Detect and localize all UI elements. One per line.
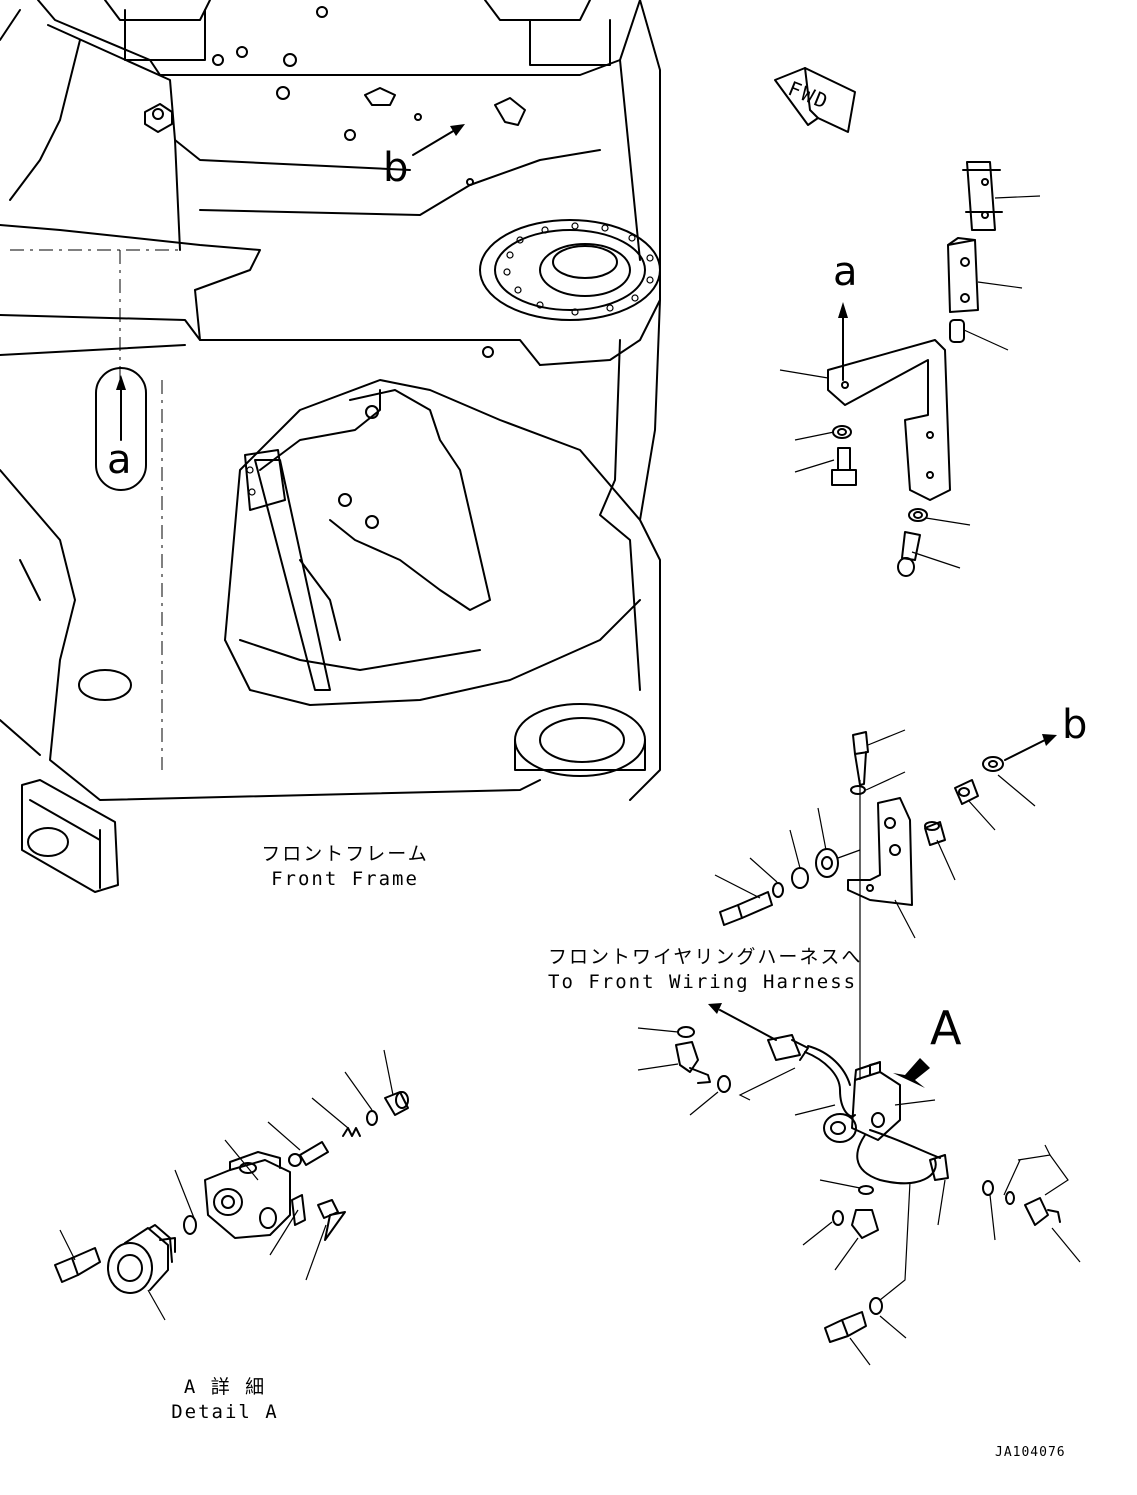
harness-caption: フロントワイヤリングハーネスへ To Front Wiring Harness xyxy=(548,946,863,993)
view-b-frame-arrow xyxy=(412,129,456,156)
view-b-frame-label: b xyxy=(383,145,409,191)
upper-bracket-assembly xyxy=(779,161,1041,577)
harness-caption-en: To Front Wiring Harness xyxy=(548,971,858,993)
detail-a-caption: A 詳 細 Detail A xyxy=(170,1378,280,1422)
front-frame-caption: フロントフレーム Front Frame xyxy=(250,845,440,889)
detail-a-pointer xyxy=(893,1058,930,1088)
detail-a-caption-jp: A 詳 細 xyxy=(183,1376,267,1398)
detail-a-caption-en: Detail A xyxy=(171,1401,279,1423)
harness-caption-jp: フロントワイヤリングハーネスへ xyxy=(548,946,863,968)
view-b-bracket-label: b xyxy=(1062,702,1088,748)
view-a-frame-box xyxy=(95,367,147,491)
lower-right-assembly xyxy=(637,729,1081,1366)
detail-a-drawing xyxy=(54,1049,409,1321)
figure-code: JA104076 xyxy=(995,1445,1066,1460)
view-a-bracket-label: a xyxy=(833,249,858,295)
front-frame-caption-en: Front Frame xyxy=(271,868,419,890)
front-frame-caption-jp: フロントフレーム xyxy=(261,843,429,865)
detail-a-letter: A xyxy=(930,1001,962,1055)
front-frame-drawing xyxy=(0,0,661,893)
view-a-frame-label: a xyxy=(107,437,132,483)
fwd-arrow xyxy=(774,67,856,133)
